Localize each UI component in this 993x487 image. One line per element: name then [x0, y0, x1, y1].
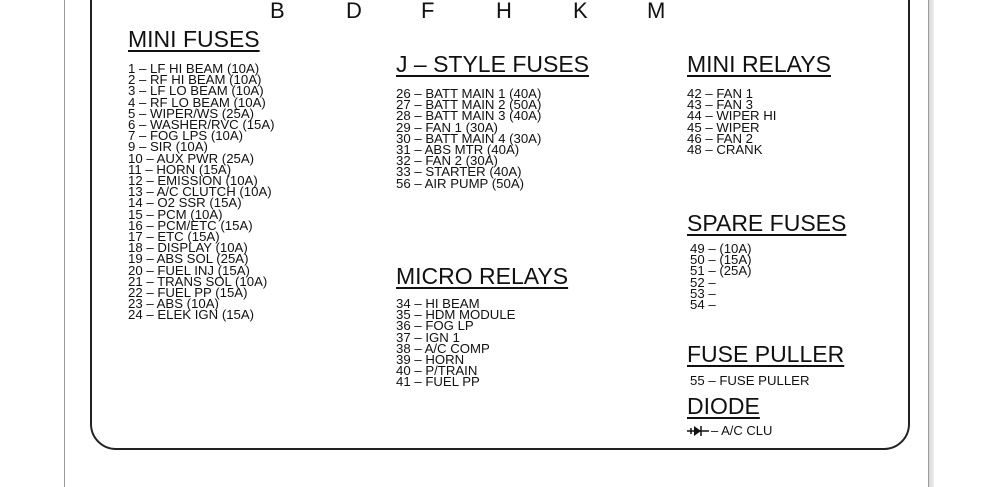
list-item: 48 – CRANK	[687, 142, 763, 158]
micro-relays-title: MICRO RELAYS	[396, 263, 569, 289]
diode-symbol-icon	[687, 425, 709, 436]
list-item: 14 – O2 SSR (15A)	[128, 195, 242, 211]
list-item: 11 – HORN (15A)	[128, 161, 232, 177]
list-item: 44 – WIPER HI	[687, 108, 777, 124]
fuse-panel-border	[90, 0, 910, 450]
list-item: 16 – PCM/ETC (15A)	[128, 217, 253, 233]
list-item: 10 – AUX PWR (25A)	[128, 150, 255, 166]
mini-relays-title: MINI RELAYS	[687, 51, 831, 77]
list-item: 6 – WASHER/RVC (15A)	[128, 117, 275, 133]
list-item: 7 – FOG LPS (10A)	[128, 128, 244, 144]
column-letters: B D F H K M	[0, 0, 993, 28]
list-item: 28 – BATT MAIN 3 (40A)	[396, 108, 542, 124]
list-item: 51 – (25A)	[690, 263, 752, 279]
list-item: 27 – BATT MAIN 2 (50A)	[396, 97, 542, 113]
list-item: 15 – PCM (10A)	[128, 206, 223, 222]
diode-label: – A/C CLU	[711, 423, 773, 438]
list-item: 20 – FUEL INJ (15A)	[128, 262, 250, 278]
list-item: 2 – RF HI BEAM (10A)	[128, 72, 262, 88]
list-item: 33 – STARTER (40A)	[396, 164, 522, 180]
list-item: 12 – EMISSION (10A)	[128, 173, 258, 189]
list-item: 53 –	[690, 285, 716, 301]
column-letter: B	[270, 0, 285, 23]
list-item: 21 – TRANS SOL (10A)	[128, 273, 268, 289]
diode-entry: – A/C CLU	[687, 423, 772, 438]
list-item: 22 – FUEL PP (15A)	[128, 285, 248, 301]
column-letter: M	[647, 0, 666, 23]
list-item: 52 –	[690, 274, 716, 290]
list-item: 29 – FAN 1 (30A)	[396, 119, 498, 135]
list-item: 30 – BATT MAIN 4 (30A)	[396, 130, 542, 146]
list-item: 19 – ABS SOL (25A)	[128, 251, 249, 267]
j-style-fuses-list: 26 – BATT MAIN 1 (40A) 27 – BATT MAIN 2 …	[396, 86, 542, 191]
list-item: 39 – HORN	[396, 352, 465, 368]
list-item: 1 – LF HI BEAM (10A)	[128, 61, 260, 76]
column-letter: F	[421, 0, 435, 23]
fuse-puller-list: 55 – FUSE PULLER	[690, 373, 810, 388]
column-letter: D	[346, 0, 362, 23]
list-item: 35 – HDM MODULE	[396, 307, 516, 323]
list-item: 3 – LF LO BEAM (10A)	[128, 83, 264, 99]
list-item: 37 – IGN 1	[396, 329, 460, 345]
list-item: 34 – HI BEAM	[396, 296, 480, 311]
list-item: 46 – FAN 2	[687, 130, 753, 146]
list-item: 42 – FAN 1	[687, 86, 753, 101]
diode-title: DIODE	[687, 393, 760, 419]
j-style-fuses-title: J – STYLE FUSES	[396, 51, 590, 77]
list-item: 49 – (10A)	[690, 241, 752, 256]
list-item: 23 – ABS (10A)	[128, 296, 219, 312]
list-item: 54 –	[690, 297, 716, 313]
page-edge-right	[928, 0, 934, 487]
list-item: 50 – (15A)	[690, 252, 752, 268]
spare-fuses-list: 49 – (10A) 50 – (15A) 51 – (25A) 52 – 53…	[690, 241, 752, 313]
list-item: 18 – DISPLAY (10A)	[128, 240, 248, 256]
column-letter: H	[496, 0, 512, 23]
list-item: 55 – FUSE PULLER	[690, 373, 810, 388]
list-item: 9 – SIR (10A)	[128, 139, 208, 155]
list-item: 4 – RF LO BEAM (10A)	[128, 94, 266, 110]
list-item: 17 – ETC (15A)	[128, 229, 220, 245]
list-item: 56 – AIR PUMP (50A)	[396, 175, 525, 191]
fuse-puller-title: FUSE PULLER	[687, 341, 845, 367]
list-item: 5 – WIPER/WS (25A)	[128, 105, 255, 121]
mini-relays-list: 42 – FAN 1 43 – FAN 3 44 – WIPER HI 45 –…	[687, 86, 777, 158]
list-item: 41 – FUEL PP	[396, 374, 480, 390]
list-item: 38 – A/C COMP	[396, 340, 490, 356]
list-item: 24 – ELEK IGN (15A)	[128, 307, 255, 323]
micro-relays-list: 34 – HI BEAM 35 – HDM MODULE 36 – FOG LP…	[396, 296, 516, 390]
list-item: 45 – WIPER	[687, 119, 760, 135]
list-item: 26 – BATT MAIN 1 (40A)	[396, 86, 542, 101]
spare-fuses-title: SPARE FUSES	[687, 210, 847, 236]
list-item: 31 – ABS MTR (40A)	[396, 142, 520, 158]
list-item: 40 – P/TRAIN	[396, 363, 478, 379]
page-edge-left	[64, 0, 65, 487]
mini-fuses-list: 1 – LF HI BEAM (10A) 2 – RF HI BEAM (10A…	[128, 61, 275, 323]
list-item: 13 – A/C CLUTCH (10A)	[128, 184, 272, 200]
column-letter: K	[573, 0, 588, 23]
list-item: 32 – FAN 2 (30A)	[396, 153, 498, 169]
list-item: 36 – FOG LP	[396, 318, 474, 334]
mini-fuses-title: MINI FUSES	[128, 26, 260, 52]
list-item: 43 – FAN 3	[687, 97, 753, 113]
